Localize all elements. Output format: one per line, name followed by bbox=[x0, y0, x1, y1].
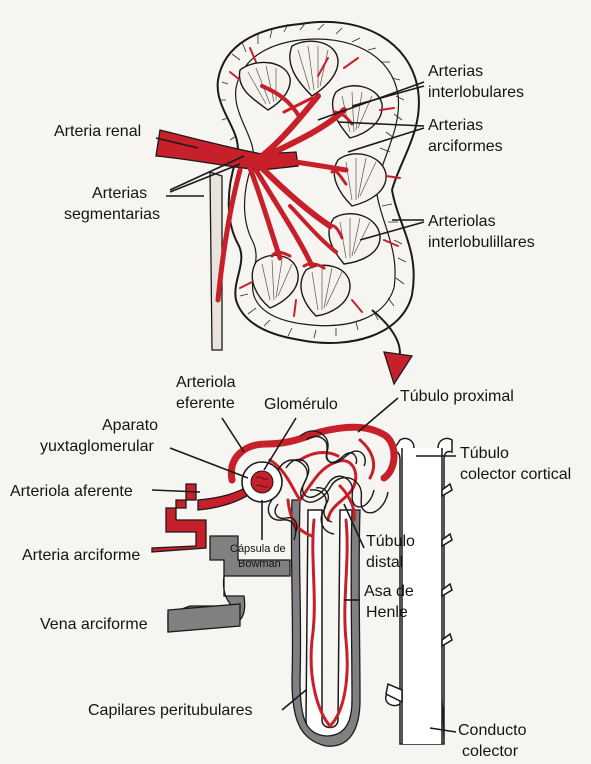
pyramid-5 bbox=[329, 214, 380, 264]
label-arterias-arciformes-line2: arciformes bbox=[428, 138, 503, 155]
label-arteriola-aferente: Arteriola aferente bbox=[10, 483, 133, 500]
label-arteriolas-interlobulillares-line1: Arteriolas bbox=[428, 213, 496, 230]
label-arterias-segmentarias-line2: segmentarias bbox=[64, 206, 160, 223]
label-tubulo-proximal: Túbulo proximal bbox=[400, 388, 514, 405]
label-vena-arciforme: Vena arciforme bbox=[40, 616, 148, 633]
label-arteriolas-interlobulillares-line2: interlobulillares bbox=[428, 234, 535, 251]
label-conducto-colector-line1: Conducto bbox=[458, 722, 527, 739]
label-arterias-interlobulares-line2: interlobulares bbox=[428, 84, 524, 101]
label-aparato-yuxtaglomerular-line1: Aparato bbox=[102, 417, 158, 434]
label-capsula-de-bowman-line2: Bowman bbox=[238, 558, 281, 570]
label-tubulo-colector-cortical-line1: Túbulo bbox=[460, 445, 509, 462]
label-conducto-colector-line2: colector bbox=[462, 743, 519, 760]
label-tubulo-distal-line1: Túbulo bbox=[366, 533, 415, 550]
loop-of-henle bbox=[306, 510, 354, 738]
label-asa-de-henle-line1: Asa de bbox=[364, 583, 414, 600]
label-arterias-interlobulares-line1: Arterias bbox=[428, 63, 483, 80]
label-aparato-yuxtaglomerular-line2: yuxtaglomerular bbox=[40, 438, 155, 455]
label-capilares-peritubulares: Capilares peritubulares bbox=[88, 702, 253, 719]
label-glomerulo: Glomérulo bbox=[264, 396, 338, 413]
vena-arciforme-vessel bbox=[168, 604, 240, 632]
pyramid-7 bbox=[301, 265, 350, 316]
label-arterias-segmentarias-line1: Arterias bbox=[92, 185, 147, 202]
label-asa-de-henle-line2: Henle bbox=[366, 604, 408, 621]
label-tubulo-distal-line2: distal bbox=[366, 554, 403, 571]
label-arteria-renal: Arteria renal bbox=[54, 123, 141, 140]
label-arteriola-eferente-line2: eferente bbox=[176, 395, 235, 412]
pyramid-6 bbox=[252, 255, 298, 308]
label-arterias-arciformes-line1: Arterias bbox=[428, 117, 483, 134]
label-capsula-de-bowman-line1: Cápsula de bbox=[230, 543, 286, 555]
label-arteria-arciforme: Arteria arciforme bbox=[22, 547, 140, 564]
label-arteriola-eferente-line1: Arteriola bbox=[176, 374, 236, 391]
glomerulus bbox=[251, 471, 273, 493]
pyramid-2 bbox=[290, 41, 338, 96]
arteria-arciforme-vessel bbox=[152, 484, 206, 552]
convoluted-tubules bbox=[268, 431, 388, 540]
afferent-system bbox=[152, 484, 256, 552]
glomerulus-group bbox=[242, 462, 282, 502]
label-tubulo-colector-cortical-line2: colector cortical bbox=[460, 466, 571, 483]
zoom-arrow bbox=[372, 310, 412, 384]
labels: Arteria renal Arterias segmentarias Arte… bbox=[10, 63, 571, 760]
